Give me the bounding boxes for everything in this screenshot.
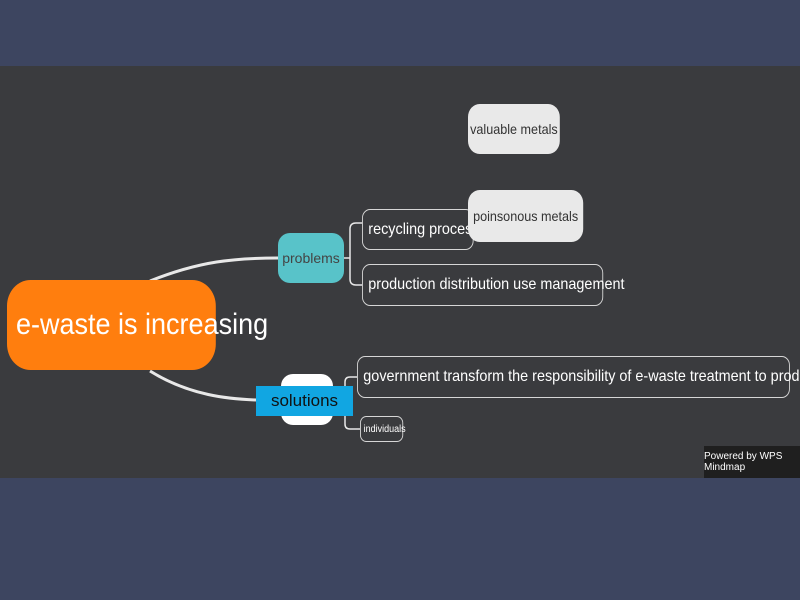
poisonous-metals-node[interactable]: poinsonous metals xyxy=(468,190,584,242)
root-to-solutions-line xyxy=(149,369,257,402)
root-node[interactable]: e-waste is increasing xyxy=(7,280,268,370)
powered-by-label: Powered by WPS Mindmap xyxy=(704,446,800,478)
recycling-process-node[interactable]: recycling process xyxy=(362,209,480,250)
government-node[interactable]: government transform the responsibility … xyxy=(357,356,800,398)
production-node[interactable]: production distribution use management xyxy=(362,264,624,306)
individuals-node[interactable]: individuals xyxy=(360,416,406,442)
valuable-metals-node[interactable]: valuable metals xyxy=(468,104,560,154)
solutions-node-label[interactable]: solutions xyxy=(256,386,353,416)
root-to-problems-line xyxy=(149,256,279,283)
problems-bracket xyxy=(344,222,362,286)
mindmap-canvas: e-waste is increasing problems solutions… xyxy=(0,66,800,478)
problems-node[interactable]: problems xyxy=(278,233,344,283)
